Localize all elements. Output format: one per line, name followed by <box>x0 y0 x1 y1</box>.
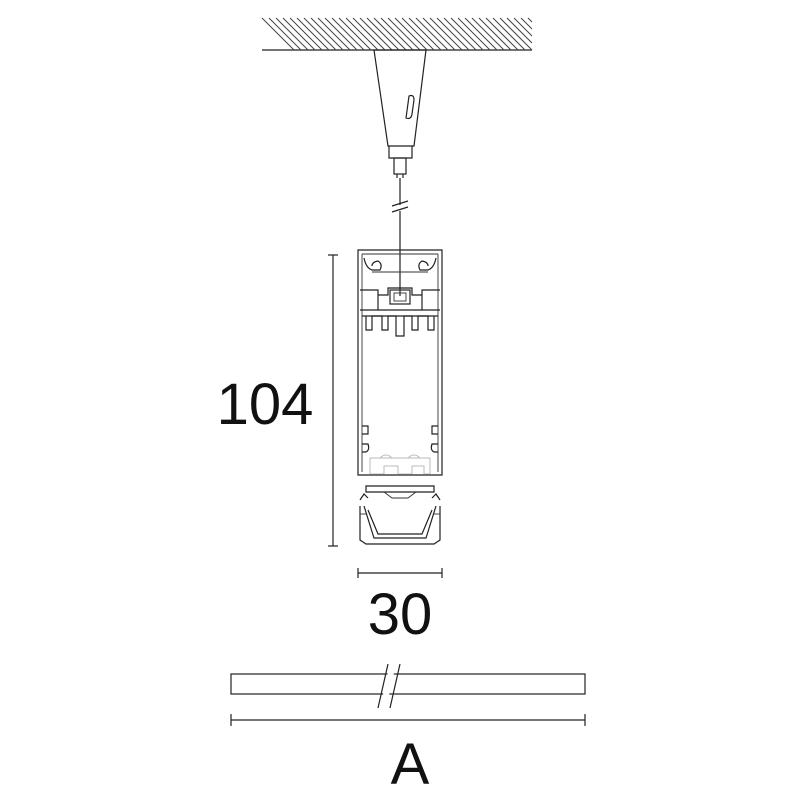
length-dimension: A <box>230 714 586 797</box>
hatch-line <box>352 17 386 51</box>
luminaire-side-view <box>230 663 586 709</box>
optic-module <box>359 485 441 545</box>
hatch-line <box>499 17 533 51</box>
hatch-line <box>408 17 442 51</box>
hatch-line <box>359 17 393 51</box>
hatch-line <box>331 17 365 51</box>
ceiling-canopy <box>373 49 427 178</box>
hatch-line <box>289 17 323 51</box>
height-dimension: 104 <box>217 254 338 547</box>
hatch-line <box>436 17 470 51</box>
hatch-line <box>478 17 512 51</box>
hatch-line <box>443 17 477 51</box>
length-label: A <box>391 732 430 797</box>
hatch-line <box>457 17 491 51</box>
width-dimension: 30 <box>357 568 443 647</box>
hatch-line <box>275 17 309 51</box>
hatch-line <box>464 17 498 51</box>
hatch-line <box>485 17 519 51</box>
hatch-line <box>401 17 435 51</box>
hatch-line <box>415 17 449 51</box>
hatch-line <box>471 17 505 51</box>
hatch-line <box>422 17 456 51</box>
hatch-line <box>317 17 351 51</box>
hatch-line <box>520 17 533 30</box>
hatch-line <box>429 17 463 51</box>
hatch-line <box>345 17 379 51</box>
hatch-line <box>338 17 372 51</box>
hatch-line <box>296 17 330 51</box>
hatch-line <box>324 17 358 51</box>
hatch-line <box>380 17 414 51</box>
hatch-line <box>261 17 295 51</box>
hatch-line <box>394 17 428 51</box>
hatch-line <box>303 17 337 51</box>
width-label: 30 <box>368 582 433 647</box>
hatch-line <box>373 17 407 51</box>
hatch-line <box>310 17 344 51</box>
hatch-line <box>387 17 421 51</box>
suspension-wire <box>391 178 409 296</box>
hatch-line <box>506 17 533 44</box>
ceiling <box>261 17 533 51</box>
height-label: 104 <box>217 372 314 437</box>
hatch-line <box>268 17 302 51</box>
hatch-line <box>527 17 533 23</box>
hatch-line <box>366 17 400 51</box>
ceiling-hatching <box>261 17 533 51</box>
profile-section <box>357 249 443 476</box>
hatch-line <box>450 17 484 51</box>
hatch-line <box>492 17 526 51</box>
hatch-line <box>513 17 533 37</box>
hatch-line <box>282 17 316 51</box>
